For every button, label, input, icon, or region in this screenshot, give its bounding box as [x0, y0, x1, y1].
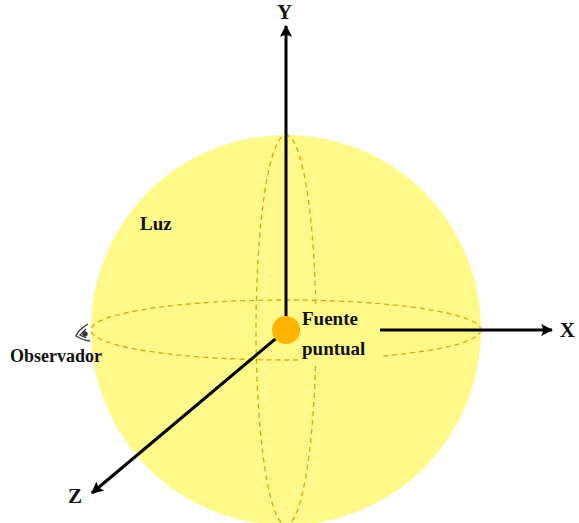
axis-label: Y — [277, 0, 292, 25]
source-label: Fuente puntual — [300, 304, 380, 364]
y-axis — [285, 26, 288, 330]
axis-label: X — [560, 318, 575, 343]
z-axis — [92, 330, 286, 493]
observer-label: Observador — [10, 346, 102, 367]
point-source — [272, 316, 300, 344]
region-label: Luz — [140, 213, 172, 235]
eye-icon — [76, 324, 90, 341]
axis-label: Z — [68, 484, 82, 509]
